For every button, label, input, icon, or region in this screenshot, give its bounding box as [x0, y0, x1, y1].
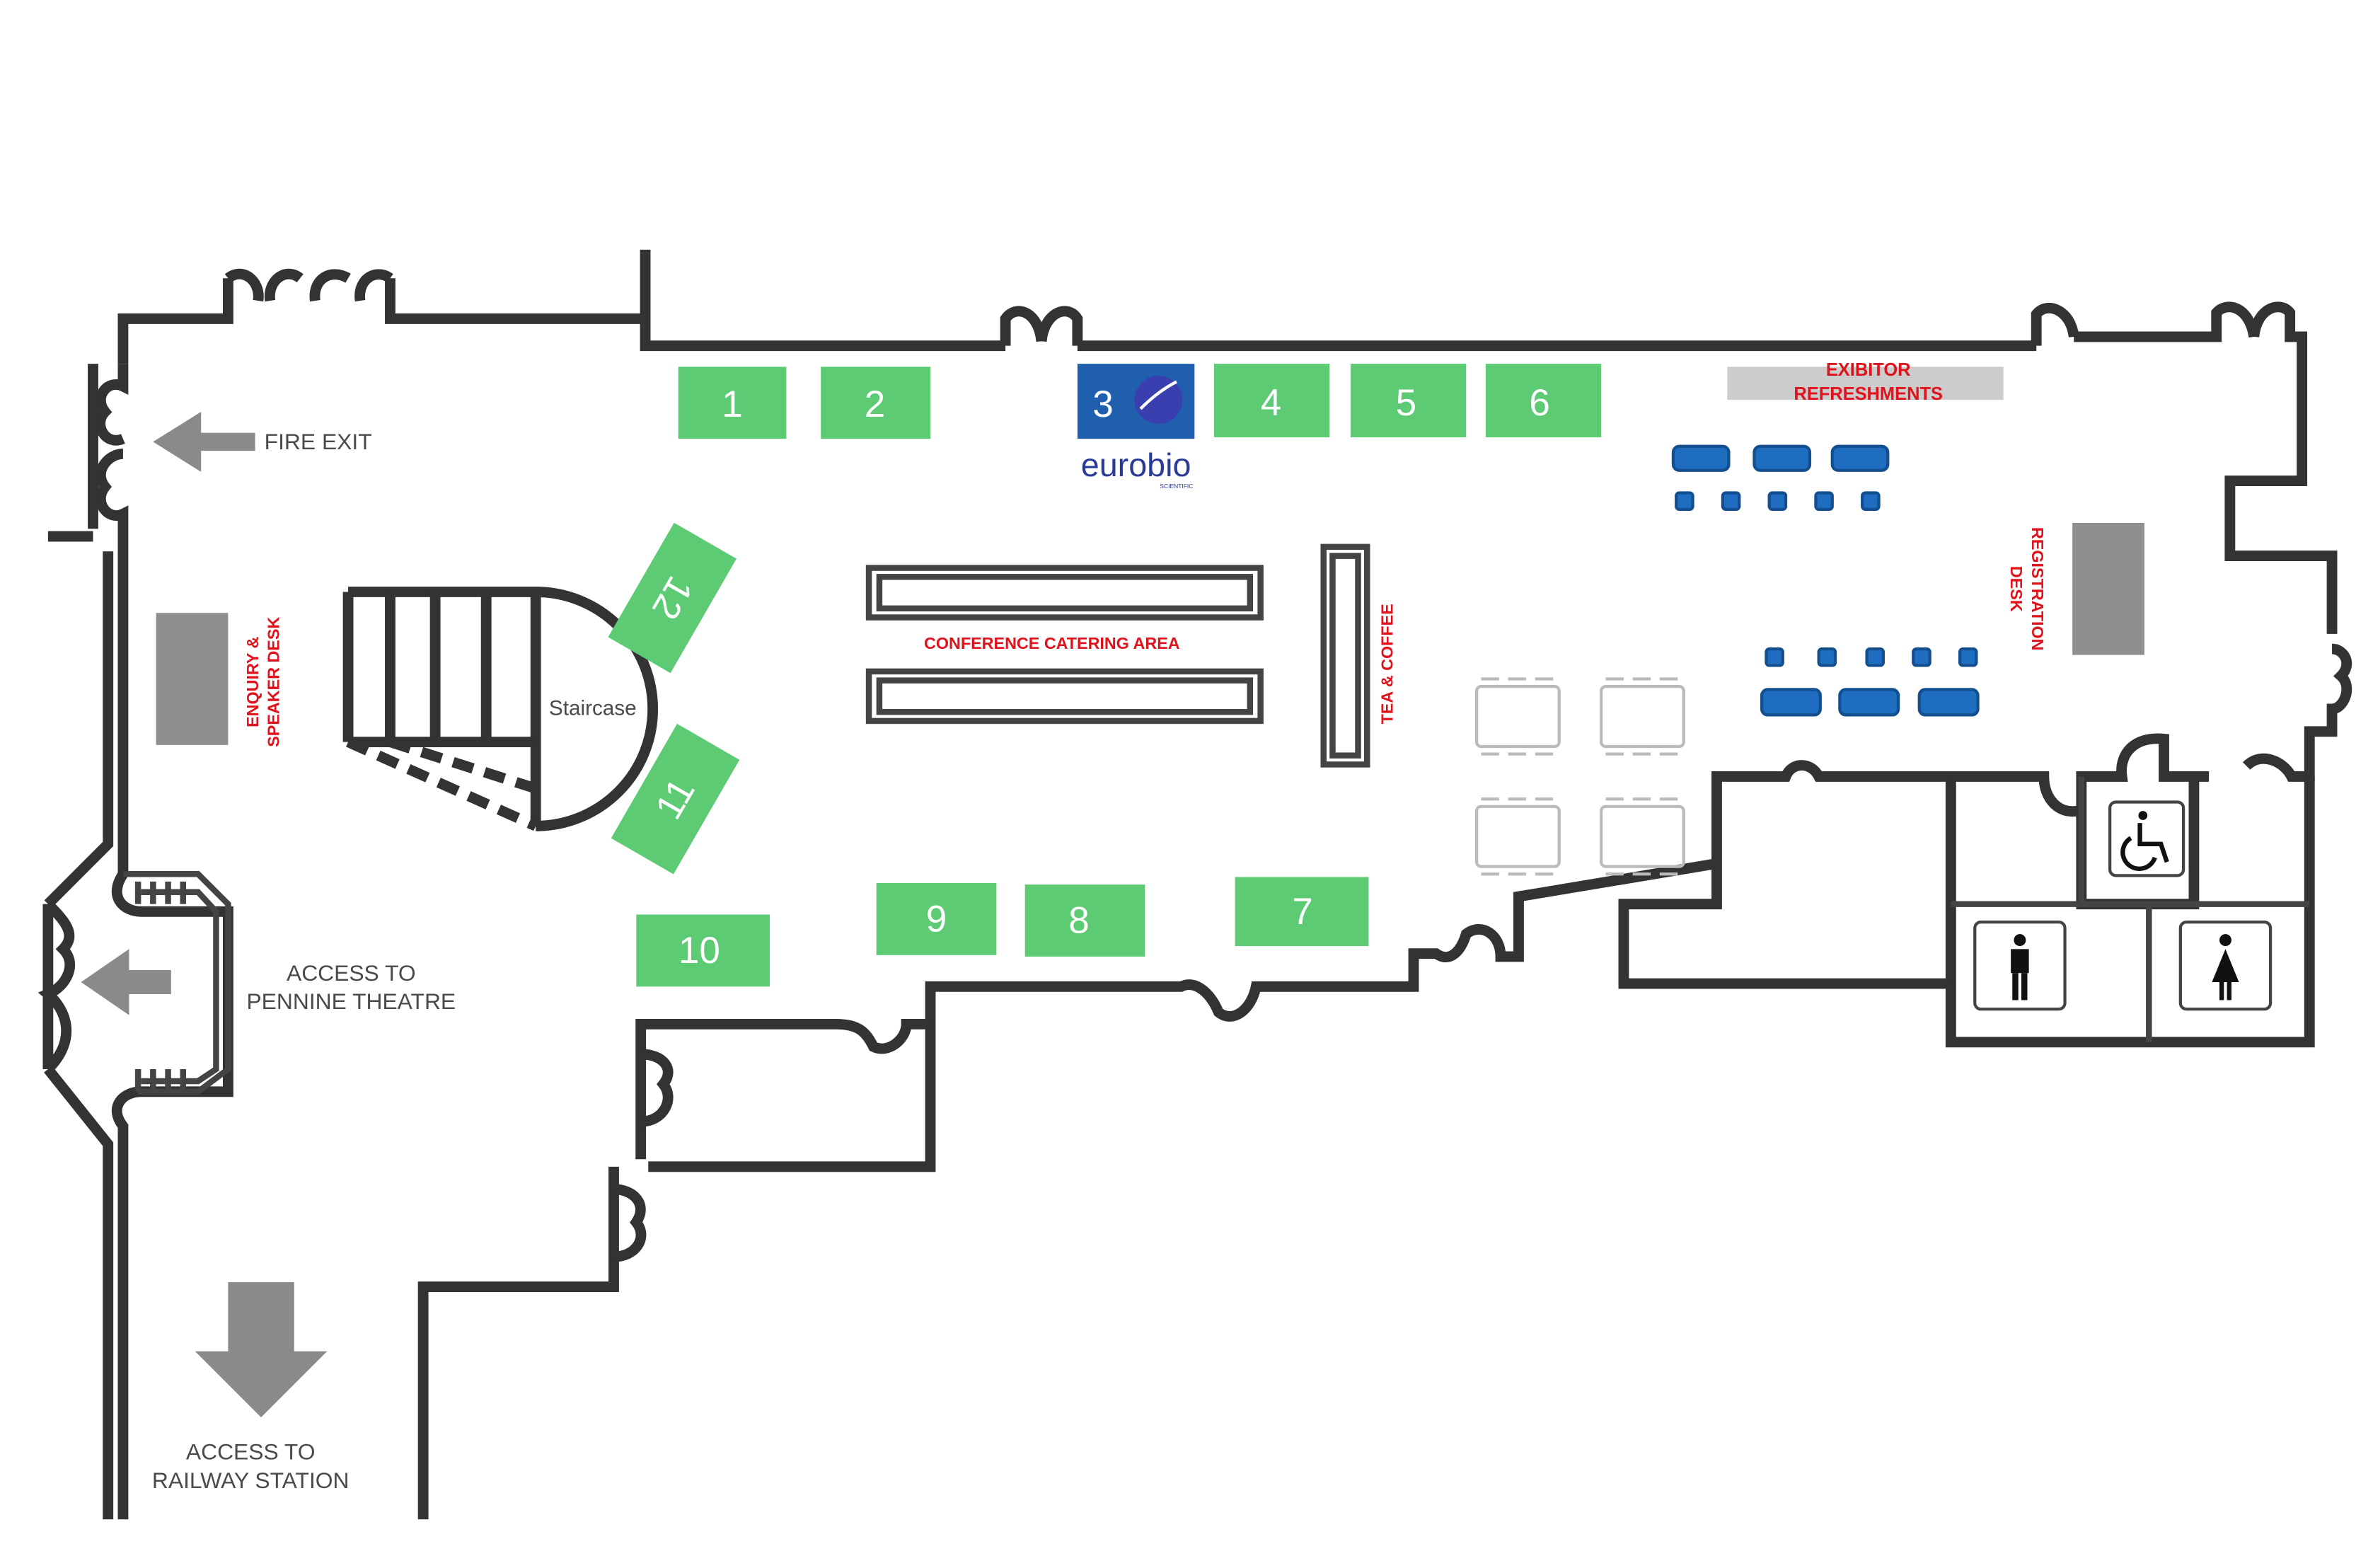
stand-7[interactable]: 7: [1235, 877, 1369, 947]
building-walls: [37, 249, 2352, 1520]
fire-exit-arrow-icon: [153, 411, 255, 472]
enquiry-desk-label-line1: ENQUIRY &: [243, 636, 262, 727]
exhibitor-refreshments-counter: [1727, 367, 2004, 400]
access-pennine-label-line2: PENNINE THEATRE: [246, 988, 456, 1014]
stand-9[interactable]: 9: [876, 882, 997, 955]
eurobio-wordmark: eurobio: [1081, 446, 1191, 483]
staircase-label: Staircase: [549, 696, 637, 720]
stand-11[interactable]: 11: [611, 723, 740, 875]
stand-8[interactable]: 8: [1024, 884, 1145, 957]
registration-desk: [2072, 522, 2144, 655]
catering-counters: [865, 543, 1370, 768]
tea-coffee-label: TEA & COFFEE: [1378, 604, 1396, 724]
stand-12[interactable]: 12: [608, 522, 737, 674]
male-toilet-icon: [1973, 921, 2067, 1011]
dining-tables: [1474, 677, 1685, 876]
svg-text:8: 8: [1068, 900, 1090, 942]
svg-text:4: 4: [1261, 382, 1281, 424]
stand-2[interactable]: 2: [821, 367, 931, 439]
stand-4[interactable]: 4: [1213, 364, 1330, 438]
stand-6[interactable]: 6: [1485, 364, 1602, 438]
access-down-arrow-icon: [195, 1282, 328, 1418]
registration-desk-label-line2: DESK: [2007, 566, 2026, 612]
eurobio-emblem-icon: [1134, 376, 1183, 424]
access-arrow-icon: [81, 949, 171, 1015]
exhibitor-refreshments-label-line2: REFRESHMENTS: [1794, 384, 1943, 404]
exhibitor-refreshments-label-line1: EXIBITOR: [1826, 360, 1911, 380]
staircase: Staircase: [342, 587, 658, 831]
svg-text:6: 6: [1529, 382, 1550, 424]
wheelchair-icon: [2108, 800, 2185, 877]
access-railway-label-line2: RAILWAY STATION: [152, 1468, 350, 1493]
svg-text:7: 7: [1292, 891, 1313, 933]
enquiry-desk-label-line2: SPEAKER DESK: [265, 617, 283, 747]
svg-text:10: 10: [678, 930, 720, 972]
stand-3-eurobio[interactable]: 3 eurobio SCIENTIFIC: [1077, 364, 1195, 490]
eurobio-subtext: SCIENTIFIC: [1160, 483, 1193, 490]
access-pennine-label-line1: ACCESS TO: [287, 960, 416, 986]
stand-10[interactable]: 10: [636, 914, 770, 987]
catering-area-label: CONFERENCE CATERING AREA: [924, 634, 1180, 652]
access-railway-label-line1: ACCESS TO: [186, 1439, 316, 1464]
svg-text:5: 5: [1396, 382, 1416, 424]
svg-text:1: 1: [722, 384, 743, 425]
female-toilet-icon: [2178, 921, 2273, 1011]
enquiry-desk: [156, 613, 229, 745]
svg-text:3: 3: [1092, 384, 1114, 425]
stand-5[interactable]: 5: [1350, 364, 1467, 438]
svg-text:9: 9: [926, 898, 947, 940]
fire-exit-label: FIRE EXIT: [265, 429, 372, 454]
svg-text:2: 2: [865, 384, 886, 425]
registration-desk-label-line1: REGISTRATION: [2028, 527, 2047, 651]
lounge-seating: [1671, 444, 1980, 717]
stand-1[interactable]: 1: [678, 367, 787, 439]
